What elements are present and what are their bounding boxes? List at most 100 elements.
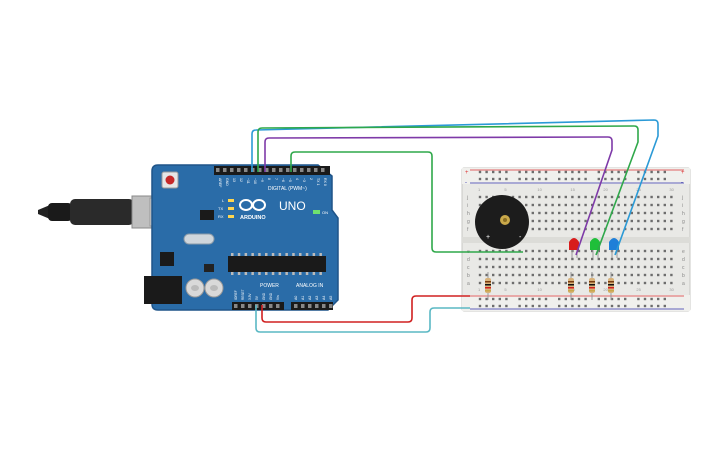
breadboard-hole[interactable] <box>531 211 534 215</box>
breadboard-hole[interactable] <box>518 297 521 301</box>
breadboard-hole[interactable] <box>663 177 666 181</box>
breadboard-hole[interactable] <box>650 265 653 269</box>
breadboard-hole[interactable] <box>637 195 640 199</box>
breadboard-hole[interactable] <box>558 273 561 277</box>
breadboard-hole[interactable] <box>505 257 508 261</box>
breadboard-hole[interactable] <box>610 227 614 231</box>
breadboard-hole[interactable] <box>657 177 660 181</box>
breadboard-hole[interactable] <box>670 257 673 261</box>
breadboard-hole[interactable] <box>630 265 633 269</box>
breadboard-hole[interactable] <box>571 170 574 174</box>
header-pin[interactable] <box>307 168 311 172</box>
breadboard-hole[interactable] <box>657 273 660 277</box>
breadboard-hole[interactable] <box>498 249 501 253</box>
breadboard-hole[interactable] <box>584 219 587 223</box>
breadboard-hole[interactable] <box>531 265 534 269</box>
breadboard-hole[interactable] <box>617 281 620 285</box>
breadboard-hole[interactable] <box>478 203 482 207</box>
breadboard-hole[interactable] <box>551 219 554 223</box>
breadboard-hole[interactable] <box>597 227 600 231</box>
breadboard-hole[interactable] <box>551 211 554 215</box>
breadboard-hole[interactable] <box>624 203 627 207</box>
breadboard-hole[interactable] <box>663 265 666 269</box>
breadboard-hole[interactable] <box>650 249 653 253</box>
breadboard-hole[interactable] <box>584 257 587 261</box>
breadboard-hole[interactable] <box>591 227 594 231</box>
breadboard-hole[interactable] <box>492 177 495 181</box>
breadboard-hole[interactable] <box>485 297 488 301</box>
breadboard-hole[interactable] <box>637 211 640 215</box>
breadboard-hole[interactable] <box>650 227 653 231</box>
breadboard-hole[interactable] <box>551 203 554 207</box>
breadboard-hole[interactable] <box>538 304 541 308</box>
breadboard-hole[interactable] <box>485 177 488 181</box>
breadboard-hole[interactable] <box>597 273 600 277</box>
breadboard-hole[interactable] <box>511 265 515 269</box>
breadboard-hole[interactable] <box>518 177 521 181</box>
breadboard-hole[interactable] <box>505 170 508 174</box>
header-pin[interactable] <box>237 168 241 172</box>
breadboard-hole[interactable] <box>498 281 501 285</box>
breadboard-hole[interactable] <box>670 227 673 231</box>
breadboard-hole[interactable] <box>531 273 534 277</box>
breadboard-hole[interactable] <box>584 177 587 181</box>
header-pin[interactable] <box>301 304 305 308</box>
breadboard-hole[interactable] <box>643 257 647 261</box>
breadboard-hole[interactable] <box>584 195 587 199</box>
breadboard-hole[interactable] <box>564 177 567 181</box>
header-pin[interactable] <box>223 168 227 172</box>
breadboard-hole[interactable] <box>650 297 653 301</box>
breadboard-hole[interactable] <box>485 265 488 269</box>
breadboard-hole[interactable] <box>544 203 548 207</box>
breadboard-hole[interactable] <box>511 281 515 285</box>
breadboard-hole[interactable] <box>544 304 548 308</box>
breadboard-hole[interactable] <box>643 219 647 223</box>
breadboard-hole[interactable] <box>577 273 581 277</box>
breadboard-hole[interactable] <box>571 297 574 301</box>
breadboard-hole[interactable] <box>525 203 528 207</box>
breadboard-hole[interactable] <box>663 281 666 285</box>
breadboard-hole[interactable] <box>624 211 627 215</box>
header-pin[interactable] <box>230 168 234 172</box>
breadboard-hole[interactable] <box>551 281 554 285</box>
breadboard-hole[interactable] <box>657 195 660 199</box>
breadboard-hole[interactable] <box>544 170 548 174</box>
breadboard-hole[interactable] <box>663 195 666 199</box>
breadboard-hole[interactable] <box>617 257 620 261</box>
breadboard-hole[interactable] <box>571 195 574 199</box>
breadboard-hole[interactable] <box>478 297 482 301</box>
breadboard-hole[interactable] <box>591 257 594 261</box>
breadboard-hole[interactable] <box>577 304 581 308</box>
breadboard-hole[interactable] <box>610 195 614 199</box>
breadboard-hole[interactable] <box>604 297 607 301</box>
breadboard-hole[interactable] <box>657 297 660 301</box>
breadboard-hole[interactable] <box>663 227 666 231</box>
breadboard-hole[interactable] <box>604 211 607 215</box>
breadboard-hole[interactable] <box>518 249 521 253</box>
breadboard-hole[interactable] <box>597 219 600 223</box>
breadboard-hole[interactable] <box>663 297 666 301</box>
breadboard-hole[interactable] <box>505 281 508 285</box>
breadboard-hole[interactable] <box>571 211 574 215</box>
header-pin[interactable] <box>234 304 238 308</box>
breadboard-hole[interactable] <box>558 265 561 269</box>
breadboard-hole[interactable] <box>610 203 614 207</box>
breadboard-hole[interactable] <box>492 257 495 261</box>
breadboard-hole[interactable] <box>564 249 567 253</box>
breadboard-hole[interactable] <box>564 304 567 308</box>
breadboard-hole[interactable] <box>624 257 627 261</box>
breadboard-hole[interactable] <box>624 195 627 199</box>
breadboard-hole[interactable] <box>617 227 620 231</box>
breadboard-hole[interactable] <box>505 304 508 308</box>
breadboard-hole[interactable] <box>657 203 660 207</box>
header-pin[interactable] <box>293 168 297 172</box>
breadboard-hole[interactable] <box>538 195 541 199</box>
breadboard-hole[interactable] <box>531 219 534 223</box>
breadboard-hole[interactable] <box>538 211 541 215</box>
breadboard-hole[interactable] <box>643 177 647 181</box>
header-pin[interactable] <box>329 304 333 308</box>
breadboard-hole[interactable] <box>505 177 508 181</box>
breadboard-hole[interactable] <box>670 265 673 269</box>
breadboard-hole[interactable] <box>478 304 482 308</box>
breadboard-hole[interactable] <box>538 273 541 277</box>
